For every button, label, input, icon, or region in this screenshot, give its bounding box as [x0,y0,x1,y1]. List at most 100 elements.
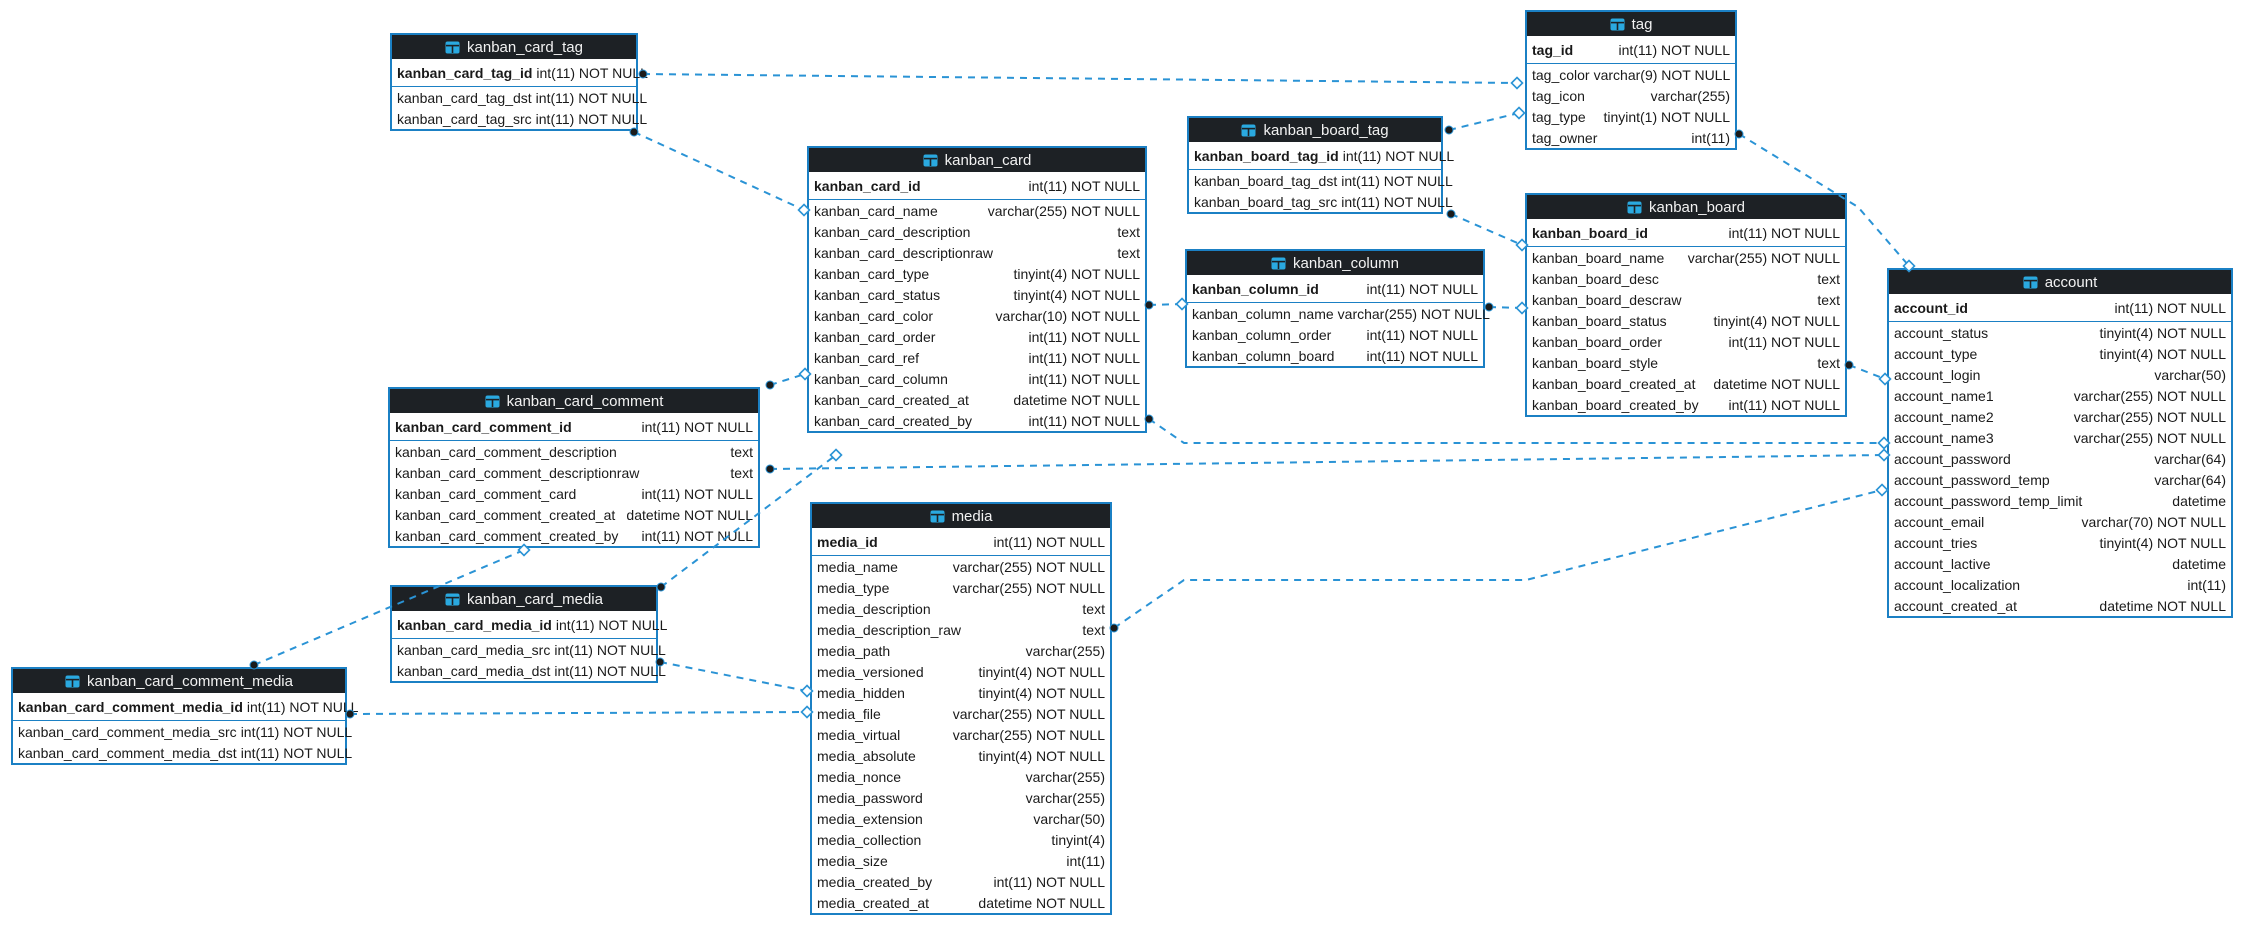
relationship-kanban_card_comment-to-kanban_card [765,367,812,390]
column-type: int(11) [1691,129,1730,146]
column-type: int(11) NOT NULL [555,616,668,633]
column-name: kanban_card_comment_media_src [18,723,237,740]
column-name: kanban_board_order [1532,333,1662,350]
column-type: text [1082,621,1105,638]
column-type: int(11) NOT NULL [1728,396,1840,413]
table-kanban_board[interactable]: kanban_board kanban_board_id int(11) NOT N… [1525,193,1847,417]
column-type: int(11) NOT NULL [246,698,359,715]
column-type: int(11) NOT NULL [535,110,648,127]
relationship-kanban_column-to-kanban_board [1484,301,1529,315]
relationship-diamond-endpoint [1875,483,1889,497]
column-name: kanban_card_status [814,286,941,303]
table-header[interactable]: media [812,504,1110,528]
column-type: text [1817,270,1840,287]
column-type: int(11) NOT NULL [993,533,1105,550]
column-type: datetime NOT NULL [978,894,1105,911]
column-type: tinyint(4) NOT NULL [978,684,1105,701]
table-header[interactable]: kanban_column [1187,251,1483,275]
column-name: media_created_at [817,894,930,911]
column-type: varchar(50) [1033,810,1105,827]
table-header[interactable]: kanban_card_media [392,587,656,611]
column-name: tag_icon [1532,87,1585,104]
table-header[interactable]: tag [1527,12,1735,36]
relationship-kanban_card-to-kanban_column [1144,297,1189,311]
table-grid-icon [923,154,938,166]
column-type: int(11) NOT NULL [1028,370,1140,387]
table-header[interactable]: kanban_card_tag [392,35,636,59]
table-header[interactable]: account [1889,270,2231,294]
table-kanban_card_comment_media[interactable]: kanban_card_comment_media kanban_card_com… [11,667,358,765]
table-title: kanban_card_comment_media [87,672,293,690]
relationship-kanban_card-to-account [1144,414,1891,450]
column-type: int(11) NOT NULL [1728,333,1840,350]
column-type: int(11) NOT NULL [641,418,753,435]
column-type: varchar(255) NOT NULL [952,726,1105,743]
table-title: media [951,507,993,525]
column-name: tag_owner [1532,129,1598,146]
column-name: tag_id [1532,41,1574,58]
column-name: kanban_board_tag_dst [1194,172,1338,189]
column-type: tinyint(4) NOT NULL [978,747,1105,764]
table-header[interactable]: kanban_card [809,148,1145,172]
relationship-line [1113,489,1883,629]
column-name: account_email [1894,513,1985,530]
column-name: kanban_card_ref [814,349,920,366]
table-title: kanban_card_comment [506,392,664,410]
column-name: media_size [817,852,888,869]
table-header[interactable]: kanban_board_tag [1189,118,1441,142]
column-name: kanban_card_comment_description [395,443,617,460]
column-name: account_id [1894,299,1968,316]
column-type: int(11) NOT NULL [554,662,666,679]
column-type: datetime NOT NULL [1713,375,1840,392]
relationship-dot-endpoint [1444,125,1454,135]
column-row: tag_owner int(11) [1527,127,1735,148]
column-name: account_tries [1894,534,1978,551]
column-type: varchar(255) NOT NULL [987,202,1140,219]
column-name: media_versioned [817,663,924,680]
column-row: media_virtual varchar(255) NOT NULL [812,724,1110,745]
relationship-kanban_board_tag-to-kanban_board [1446,209,1529,252]
table-header[interactable]: kanban_card_comment [390,389,758,413]
table-header[interactable]: kanban_card_comment_media [13,669,345,693]
column-name: account_lactive [1894,555,1991,572]
column-type: int(11) NOT NULL [993,873,1105,890]
column-type: varchar(255) NOT NULL [1337,305,1490,322]
column-name: kanban_card_tag_src [397,110,532,127]
column-type: int(11) NOT NULL [1028,349,1140,366]
column-name: media_virtual [817,726,901,743]
column-type: int(11) [1066,852,1105,869]
column-name: kanban_board_id [1532,224,1648,241]
table-header[interactable]: kanban_board [1527,195,1845,219]
column-name: media_type [817,579,890,596]
table-title: kanban_card [944,151,1032,169]
column-name: kanban_board_created_at [1532,375,1696,392]
relationship-kanban_card_comment_media-to-media [345,705,814,719]
column-name: kanban_card_tag_id [397,64,533,81]
column-type: int(11) NOT NULL [536,64,648,81]
table-title: kanban_card_tag [467,38,583,56]
column-type: varchar(70) NOT NULL [2081,513,2226,530]
